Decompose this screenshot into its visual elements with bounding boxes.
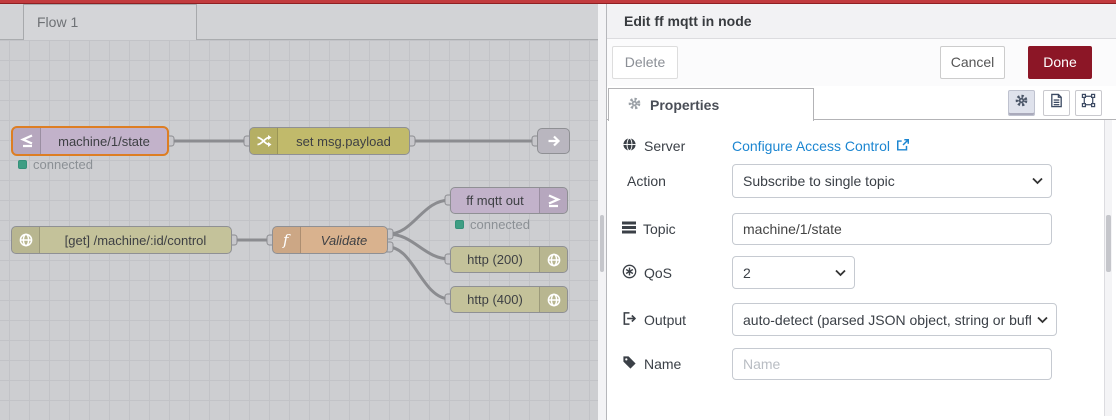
node-status: connected [18, 157, 93, 172]
wires[interactable] [167, 139, 539, 301]
qos-label: QoS [622, 256, 672, 289]
field-row-output: Output auto-detect (parsed JSON object, … [607, 303, 1116, 336]
cancel-button[interactable]: Cancel [940, 46, 1005, 79]
properties-view-button[interactable] [1008, 90, 1035, 116]
field-row-topic: Topic [607, 213, 1116, 245]
node-function[interactable]: f Validate [272, 226, 388, 254]
node-label: machine/1/state [58, 133, 150, 149]
list-icon [622, 221, 636, 237]
chevron-down-icon [1037, 316, 1048, 323]
external-link-icon [896, 138, 910, 155]
app-header-bar [0, 0, 1116, 4]
field-row-name: Name [607, 348, 1116, 380]
tab-properties-label: Properties [650, 97, 720, 113]
expand-icon [1081, 93, 1096, 113]
topic-input[interactable] [732, 213, 1052, 245]
done-button[interactable]: Done [1028, 46, 1092, 79]
node-http-response-400[interactable]: http (400) [450, 286, 568, 313]
function-icon: f [273, 227, 301, 253]
flow-canvas[interactable]: Flow 1 machine/1/state connected set msg… [0, 4, 598, 420]
wire[interactable] [386, 198, 452, 236]
gear-icon [1014, 93, 1029, 113]
panel-scrollbar[interactable] [1104, 120, 1112, 416]
canvas-scrollbar-thumb[interactable] [600, 215, 604, 272]
arrow-right-icon [538, 129, 569, 153]
document-icon [1049, 93, 1064, 113]
status-text: connected [470, 217, 530, 232]
node-status: connected [455, 217, 530, 232]
globe-icon [622, 137, 637, 155]
gear-icon [627, 96, 642, 114]
node-http-in[interactable]: [get] /machine/:id/control [11, 226, 232, 254]
node-link-out[interactable] [537, 128, 570, 154]
panel-scrollbar-thumb[interactable] [1106, 215, 1111, 272]
node-label: [get] /machine/:id/control [64, 232, 207, 248]
configure-server-link[interactable]: Configure Access Control [732, 138, 910, 155]
globe-icon [12, 227, 40, 253]
edit-node-panel: Edit ff mqtt in node Delete Cancel Done … [607, 4, 1116, 420]
node-label: http (400) [467, 292, 523, 307]
node-label: Validate [320, 232, 368, 248]
panel-resize-handle[interactable] [598, 4, 607, 420]
mqtt-bridge-icon [13, 128, 41, 154]
node-mqtt-out[interactable]: ff mqtt out [450, 187, 568, 214]
delete-button[interactable]: Delete [612, 46, 678, 79]
node-http-response-200[interactable]: http (200) [450, 246, 568, 273]
svg-text:f: f [282, 232, 291, 248]
wire[interactable] [386, 245, 452, 301]
panel-title: Edit ff mqtt in node [607, 4, 1116, 39]
panel-tab-row: Properties [607, 86, 1116, 121]
status-dot-icon [455, 220, 464, 229]
name-input[interactable] [732, 348, 1052, 380]
globe-icon [539, 247, 567, 272]
server-label: Server [622, 129, 685, 163]
sign-out-icon [622, 311, 637, 329]
node-label: set msg.payload [296, 133, 391, 149]
status-text: connected [33, 157, 93, 172]
shuffle-icon [250, 128, 278, 154]
action-select[interactable]: Subscribe to single topic [732, 164, 1052, 198]
chevron-down-icon [1032, 177, 1043, 185]
output-label: Output [622, 303, 686, 336]
wire[interactable] [386, 232, 452, 261]
globe-icon [539, 287, 567, 312]
status-dot-icon [18, 160, 27, 169]
flow-tab-label: Flow 1 [37, 14, 79, 30]
output-select[interactable]: auto-detect (parsed JSON object, string … [732, 303, 1057, 336]
panel-toolbar: Delete Cancel Done [607, 39, 1116, 86]
field-row-qos: QoS 2 [607, 256, 1116, 289]
expand-button[interactable] [1075, 90, 1102, 116]
flow-tab[interactable]: Flow 1 [23, 4, 197, 40]
field-row-action: Action Subscribe to single topic [607, 164, 1116, 198]
action-label: Action [627, 173, 666, 189]
properties-form: Server Configure Access Control Action [607, 120, 1116, 416]
topic-label: Topic [622, 213, 676, 245]
flow-tab-bar: Flow 1 [0, 4, 598, 40]
qos-select[interactable]: 2 [732, 256, 855, 289]
field-row-server: Server Configure Access Control [607, 129, 1116, 163]
node-mqtt-in[interactable]: machine/1/state [11, 126, 169, 156]
tag-icon [622, 355, 637, 373]
node-label: ff mqtt out [466, 193, 524, 208]
description-button[interactable] [1043, 90, 1070, 116]
mqtt-bridge-icon [539, 188, 567, 213]
node-change[interactable]: set msg.payload [249, 127, 410, 155]
node-label: http (200) [467, 252, 523, 267]
tab-properties[interactable]: Properties [608, 88, 814, 121]
name-label: Name [622, 348, 681, 380]
circled-asterisk-icon [622, 264, 637, 282]
chevron-down-icon [835, 269, 846, 276]
